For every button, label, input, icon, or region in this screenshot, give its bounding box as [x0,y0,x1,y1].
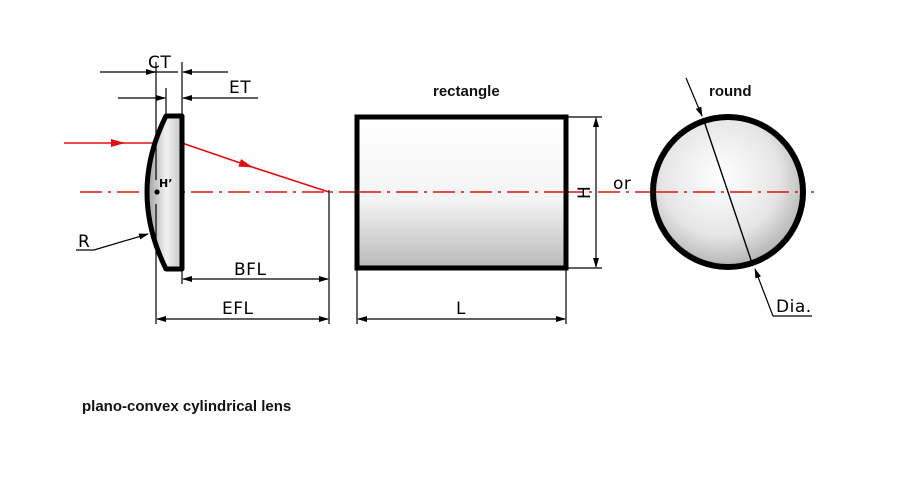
refracted-ray [181,142,253,168]
bfl-label: BFL [234,260,266,280]
et-label: ET [229,78,251,98]
ct-label: CT [148,53,171,73]
round-label: round [709,83,752,100]
rectangle-label: rectangle [433,83,500,100]
diagram-caption: plano-convex cylindrical lens [82,398,292,415]
dia-line [702,117,754,267]
principal-point [154,189,160,195]
refracted-ray-continued [245,164,330,193]
or-label: or [613,174,631,194]
dia-label: Dia. [776,297,812,317]
r-leader [93,233,149,251]
lens-body [144,113,185,272]
h-prime-label: H’ [159,177,172,190]
h-label: H [575,186,595,199]
r-label: R [78,232,90,252]
dia-arrow-top [685,77,703,117]
dia-arrow-bottom [754,268,774,317]
l-label: L [456,299,466,319]
efl-label: EFL [222,299,254,319]
